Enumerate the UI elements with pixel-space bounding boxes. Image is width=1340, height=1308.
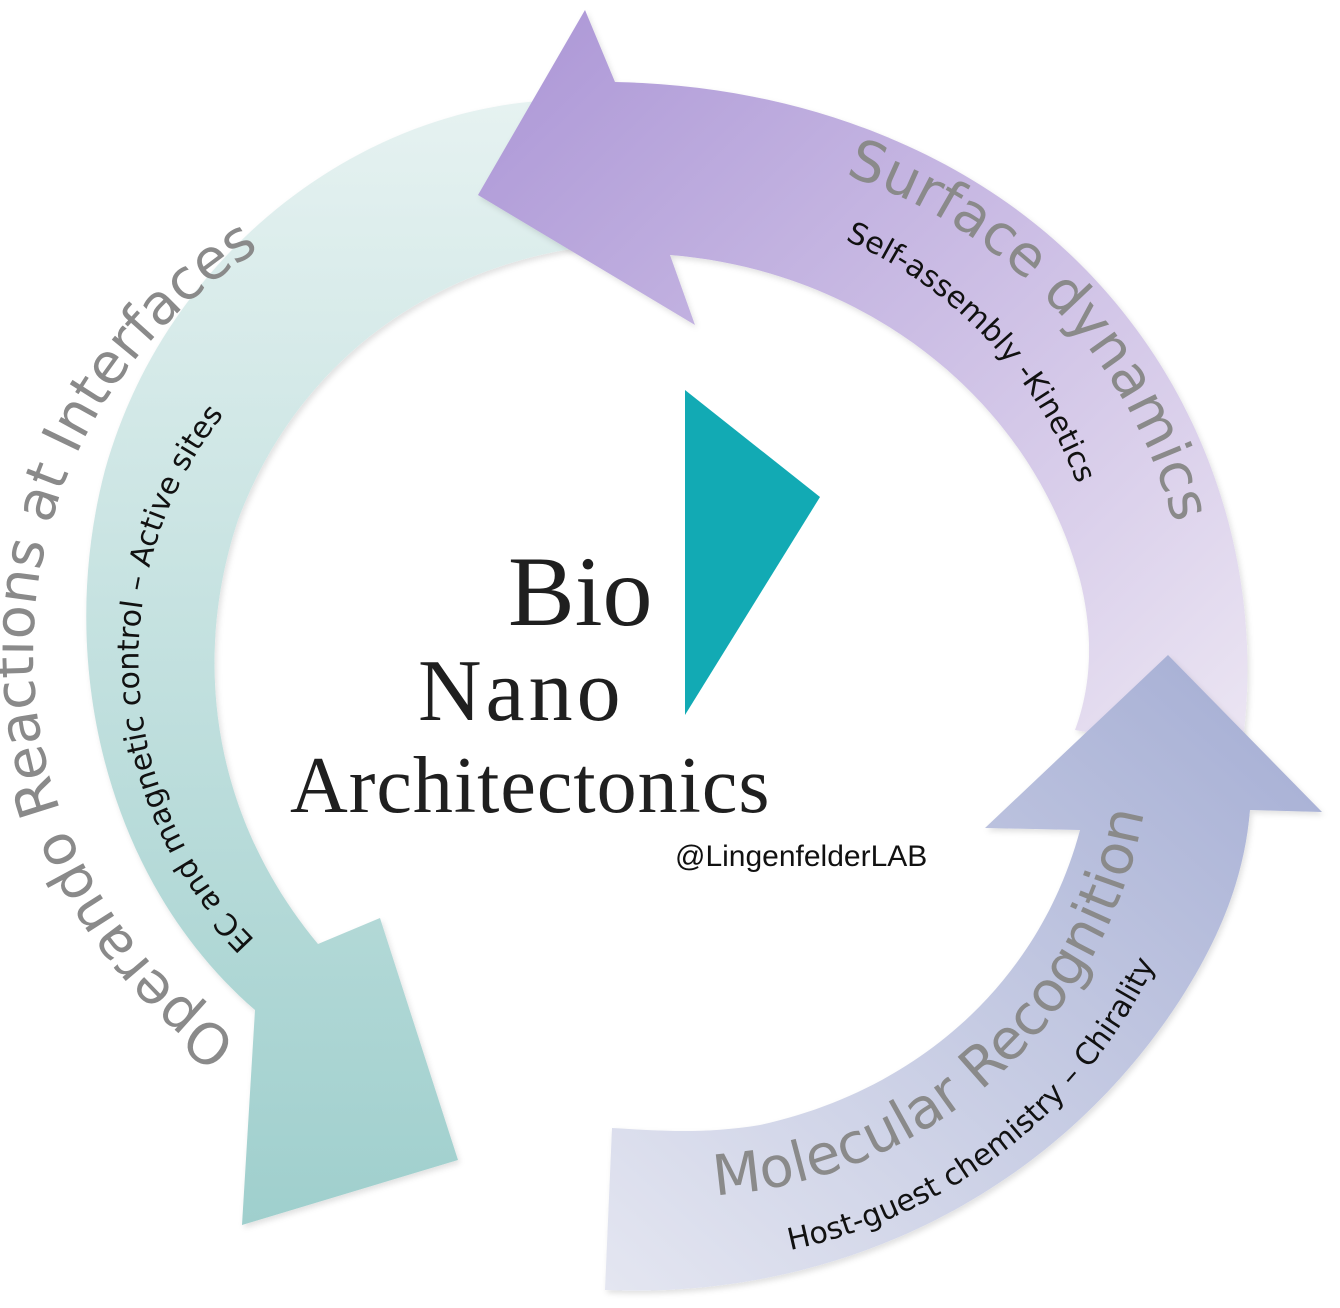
bottom-right-cycle-arrow [605,655,1322,1291]
logo-line-bio: Bio [508,536,652,647]
top-right-cycle-arrow [478,10,1248,760]
logo-line-architectonics: Architectonics [290,742,770,830]
left-cycle-arrow [86,100,600,1225]
logo-line-nano: Nano [418,643,625,740]
logo-triangle-icon [685,390,820,715]
logo-handle: @LingenfelderLAB [675,840,927,873]
bionano-logo: Bio Nano Architectonics @LingenfelderLAB [290,390,927,873]
